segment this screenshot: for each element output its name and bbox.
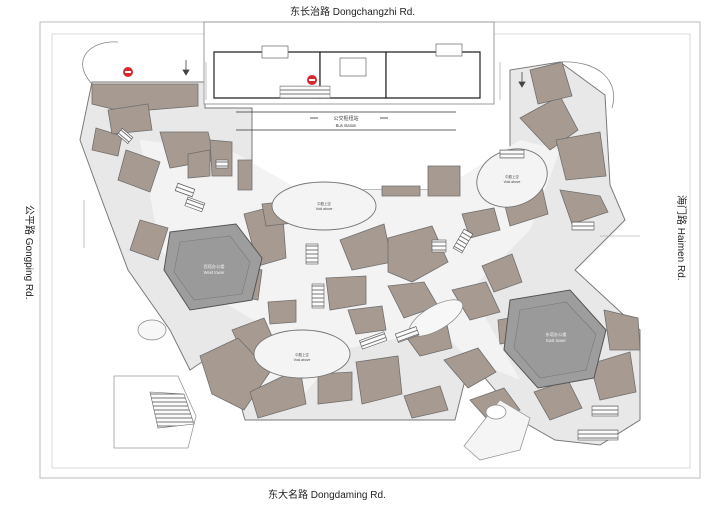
direction-arrow-icon	[182, 60, 526, 88]
northeast-atrium-label-zh: 中庭上空	[505, 174, 519, 179]
bus-station-label-zh: 公交枢纽站	[333, 115, 358, 122]
east-tower-label-en: East tower	[546, 338, 566, 343]
southwest-corner	[113, 319, 197, 449]
east-tower-label-zh: 东塔办公楼	[546, 331, 567, 338]
street-lines	[83, 62, 640, 248]
north-atrium	[271, 181, 377, 231]
east-tower	[503, 289, 607, 389]
road-label-west: 公平路 Gongping Rd.	[23, 205, 34, 300]
north-atrium-label-zh: 中庭上空	[317, 201, 331, 206]
west-tower-label-en: West tower	[204, 270, 225, 275]
north-atrium-label-en: Void above	[316, 207, 333, 211]
south-atrium-label-en: Void above	[294, 358, 311, 362]
bus-station-building	[203, 21, 495, 131]
bus-station-label-en: Bus station	[336, 123, 357, 128]
south-atrium-label-zh: 中庭上空	[295, 352, 309, 357]
road-label-south: 东大名路 Dongdaming Rd.	[268, 490, 386, 501]
south-atrium	[253, 329, 351, 379]
ne-driveway	[559, 61, 614, 109]
west-tower	[163, 223, 263, 311]
no-entry-icon	[123, 67, 317, 85]
road-label-east: 海门路 Haimen Rd.	[675, 195, 686, 281]
southeast-corner	[463, 399, 531, 461]
nw-driveway	[82, 41, 119, 85]
northeast-atrium-label-en: Void above	[504, 180, 521, 184]
escalator-icon	[116, 128, 619, 441]
road-label-north: 东长治路 Dongchangzhi Rd.	[290, 7, 416, 18]
plaza-corridors	[140, 140, 560, 400]
west-tower-label-zh: 西塔办公楼	[204, 263, 225, 270]
